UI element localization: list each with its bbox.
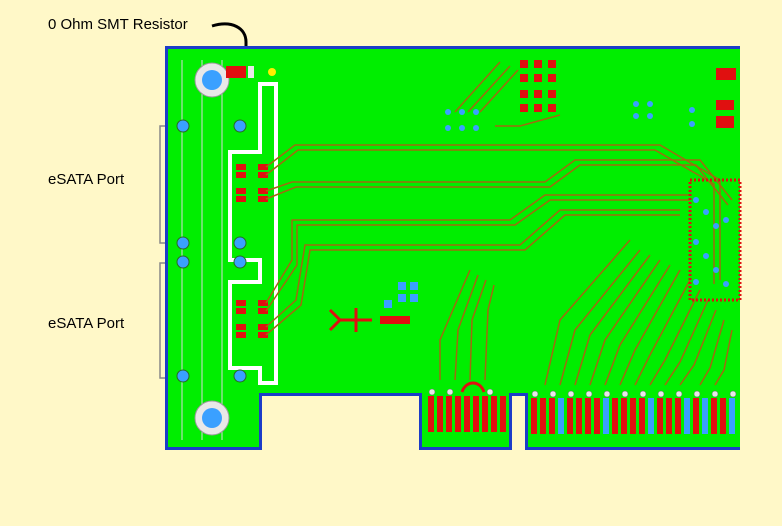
esata-port-1-pads [236, 164, 268, 202]
ic-vias [693, 197, 729, 287]
esata-port-bracket-1 [159, 125, 166, 244]
mount-hole-bottom [194, 400, 230, 436]
board-copper-area [168, 49, 740, 447]
edge-connector-arc [460, 381, 486, 393]
resistor-label: 0 Ohm SMT Resistor [48, 16, 188, 33]
edge-connector-top-vias [428, 388, 737, 398]
ic-footprint [688, 178, 742, 302]
top-component-pads [380, 60, 736, 324]
esata-port-label-2: eSATA Port [48, 315, 125, 332]
zero-ohm-resistor [226, 66, 246, 78]
esata-port-bracket-2 [159, 262, 166, 379]
resistor-pointer-arrow [211, 22, 248, 54]
signal-traces [265, 61, 733, 386]
edge-connector-right [531, 398, 735, 434]
esata-port-label-1: eSATA Port [48, 171, 125, 188]
connector-vias [176, 119, 247, 383]
mount-hole-top [194, 62, 230, 98]
misc-vias [384, 101, 695, 308]
esata-port-2-pads [236, 300, 268, 338]
edge-connector-left [428, 396, 506, 432]
center-component [328, 308, 372, 332]
